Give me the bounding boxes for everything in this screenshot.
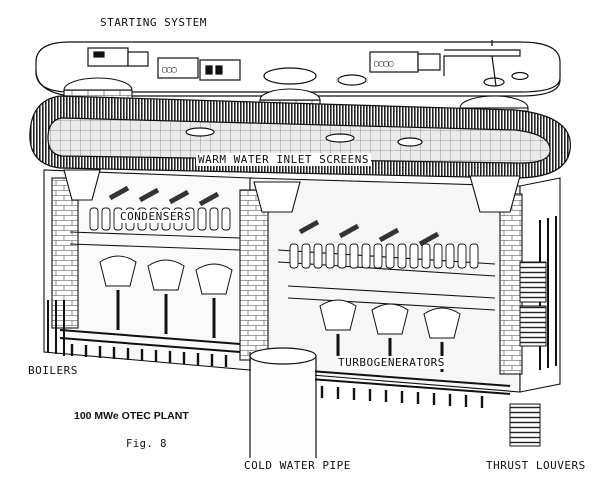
label-condensers: CONDENSERS: [118, 210, 194, 223]
label-warm-water-inlet-screens: WARM WATER INLET SCREENS: [196, 153, 371, 166]
label-starting-system: STARTING SYSTEM: [100, 16, 207, 29]
thrust-louvers: [509, 261, 547, 447]
label-thrust-louvers: THRUST LOUVERS: [486, 459, 586, 472]
label-turbogenerators: TURBOGENERATORS: [336, 356, 447, 369]
label-boilers: BOILERS: [28, 364, 78, 377]
top-deck: ▢▢▢ ▢▢▢▢: [35, 40, 561, 97]
caption-title: 100 MWe OTEC PLANT: [74, 410, 189, 422]
svg-text:▢▢▢▢: ▢▢▢▢: [374, 59, 393, 68]
machinery: [99, 255, 461, 372]
caption-figure: Fig. 8: [126, 438, 167, 450]
inlet-screen-band: [29, 95, 571, 179]
cold-water-pipe: [249, 347, 317, 458]
svg-text:▢▢▢: ▢▢▢: [162, 65, 177, 74]
label-cold-water-pipe: COLD WATER PIPE: [244, 459, 351, 472]
